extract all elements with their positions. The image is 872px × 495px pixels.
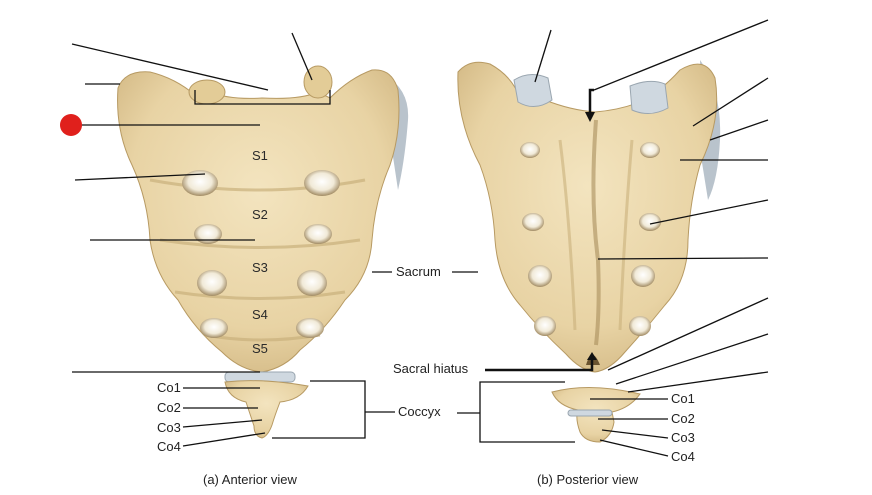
posterior-foramen-1L <box>520 142 540 158</box>
posterior-foramen-3R <box>631 265 655 287</box>
arrows <box>485 88 594 372</box>
posterior-foramen-4R <box>629 316 651 336</box>
anterior-co1-label: Co1 <box>157 380 181 395</box>
anterior-co4-label: Co4 <box>157 439 181 454</box>
posterior-leader-lines <box>452 19 769 457</box>
posterior-foramen-2L <box>522 213 544 231</box>
sacrum-label: Sacrum <box>396 264 441 279</box>
anterior-co2-label: Co2 <box>157 400 181 415</box>
anterior-foramen-1L <box>182 170 218 196</box>
posterior-foramen-1R <box>640 142 660 158</box>
posterior-facet-left <box>513 74 553 107</box>
sacral-hiatus-label: Sacral hiatus <box>393 361 469 376</box>
posterior-foramen-2R <box>639 213 661 231</box>
posterior-co1-label: Co1 <box>671 391 695 406</box>
segment-s4: S4 <box>252 307 268 322</box>
anterior-sup-process-right <box>303 65 333 99</box>
segment-s2: S2 <box>252 207 268 222</box>
posterior-foramen-4L <box>534 316 556 336</box>
anterior-foramen-3L <box>197 270 227 296</box>
segment-s3: S3 <box>252 260 268 275</box>
anterior-leader-lines <box>71 32 395 447</box>
anterior-sacrum <box>117 65 409 439</box>
coccyx-label: Coccyx <box>398 404 441 419</box>
anterior-caption: (a) Anterior view <box>203 472 297 487</box>
anterior-coccyx <box>224 380 309 439</box>
anterior-foramen-1R <box>304 170 340 196</box>
posterior-foramen-3L <box>528 265 552 287</box>
anterior-foramen-3R <box>297 270 327 296</box>
red-marker[interactable] <box>60 114 82 136</box>
posterior-co3-label: Co3 <box>671 430 695 445</box>
posterior-sacrum-body <box>457 61 718 373</box>
canal-arrowhead <box>585 112 595 122</box>
anterior-foramen-2R <box>304 224 332 244</box>
anterior-foramen-4L <box>200 318 228 338</box>
posterior-sacrum <box>457 60 721 443</box>
posterior-caption: (b) Posterior view <box>537 472 639 487</box>
anterior-co3-label: Co3 <box>157 420 181 435</box>
anterior-sacrum-body <box>117 69 400 373</box>
posterior-facet-right <box>629 80 669 114</box>
posterior-co2-label: Co2 <box>671 411 695 426</box>
hiatus-arrowhead <box>587 352 597 360</box>
segment-s1: S1 <box>252 148 268 163</box>
segment-s5: S5 <box>252 341 268 356</box>
anterior-foramen-2L <box>194 224 222 244</box>
posterior-co4-label: Co4 <box>671 449 695 464</box>
anterior-foramen-4R <box>296 318 324 338</box>
